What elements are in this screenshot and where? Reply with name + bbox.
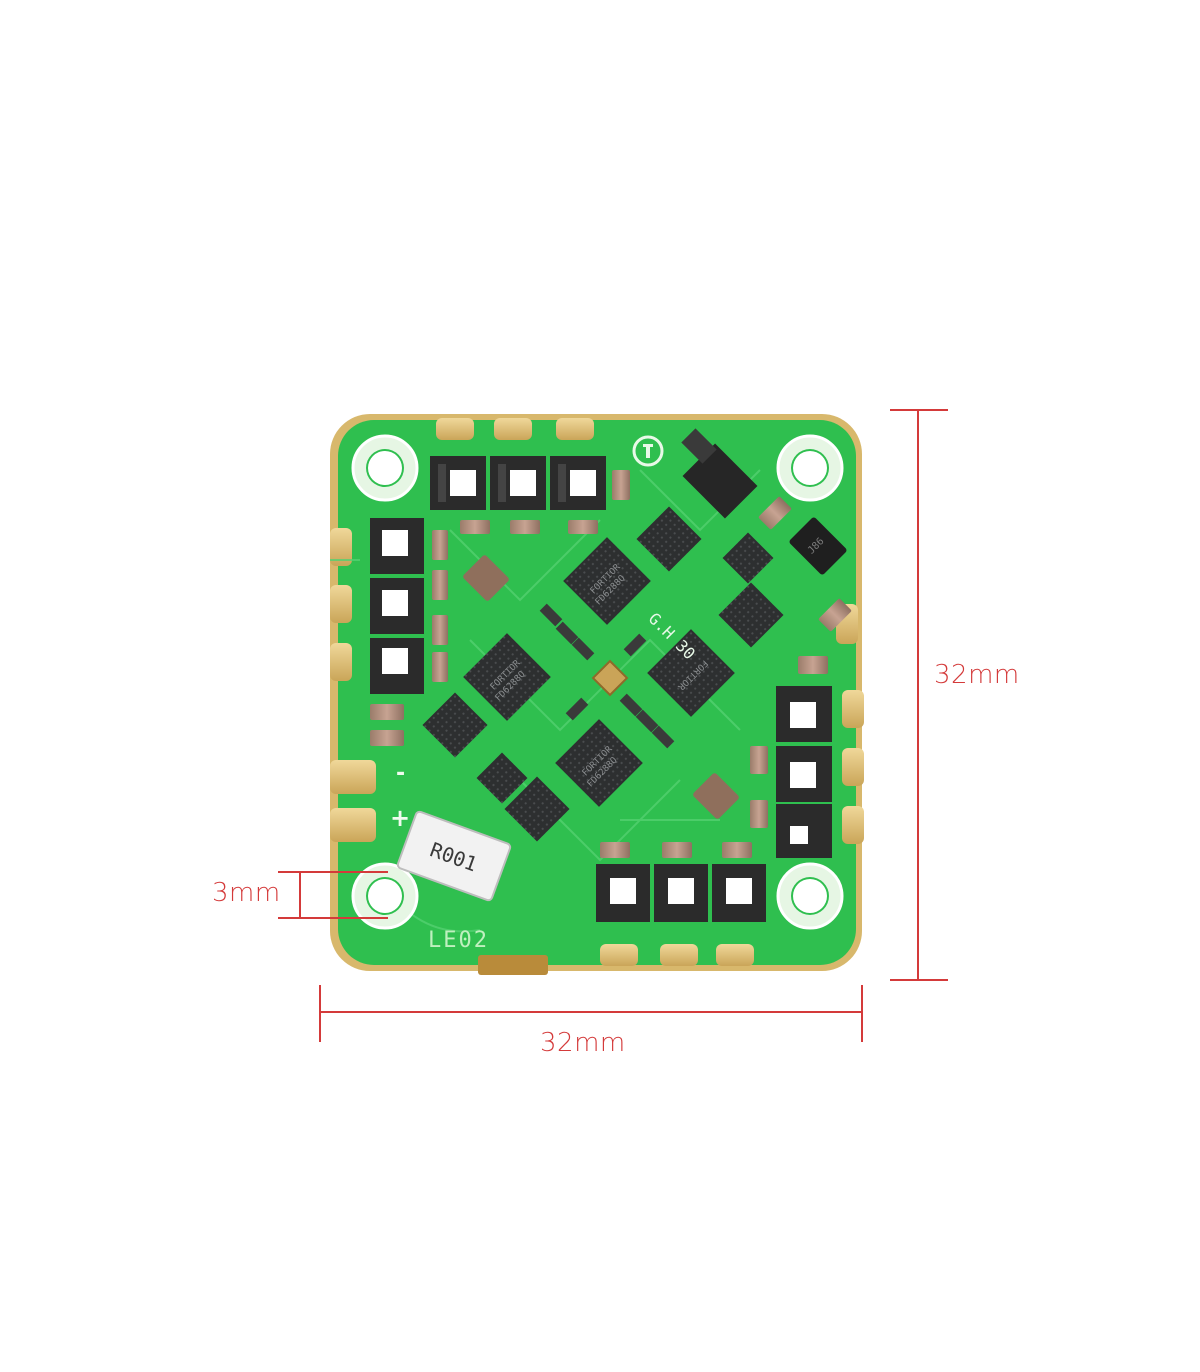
- height-dimension-label: 32mm: [934, 660, 1020, 690]
- mosfet-column-right: [776, 686, 832, 858]
- mosfet-row-top: [430, 456, 606, 510]
- width-dimension-label: 32mm: [540, 1028, 626, 1058]
- shunt-resistor: R001: [396, 810, 512, 902]
- mosfet-row-bottom: [596, 864, 766, 922]
- dimension-height: [890, 409, 948, 981]
- dimension-width: [319, 985, 863, 1042]
- dimension-hole: [278, 871, 388, 919]
- board-code-silkscreen: LE02: [428, 928, 489, 953]
- mounting-hole-bottom-right: [776, 862, 844, 930]
- plus-marking: +: [390, 804, 410, 832]
- resistor-arrays: [539, 603, 675, 749]
- minus-marking: -: [396, 761, 405, 786]
- mosfet-column-left: [370, 518, 424, 694]
- center-led: [591, 659, 629, 697]
- mounting-hole-top-right: [776, 434, 844, 502]
- voltage-regulator: J86: [681, 428, 847, 575]
- mounting-hole-bottom-left: [351, 862, 419, 930]
- mounting-hole-top-left: [351, 434, 419, 502]
- hole-dimension-label: 3mm: [212, 878, 281, 908]
- driver-chips: [422, 506, 784, 842]
- capacitors: [370, 470, 852, 858]
- brand-logo: [632, 435, 664, 467]
